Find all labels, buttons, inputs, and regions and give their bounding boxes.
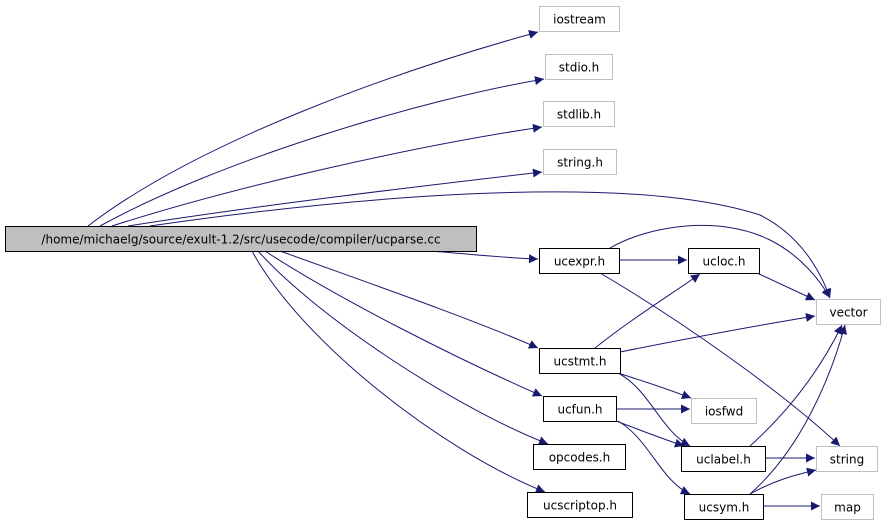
node-box [5,226,477,252]
node-box [539,248,620,274]
node-label: string.h [557,156,603,170]
node-label: iostream [553,13,606,27]
node-ucstmt[interactable]: ucstmt.h [539,348,621,374]
node-ucscriptop[interactable]: ucscriptop.h [527,492,633,518]
node-label: opcodes.h [549,451,611,465]
edge-ucfun-to-ucsym [617,420,691,495]
node-opcodes[interactable]: opcodes.h [533,444,626,470]
node-box [543,149,617,175]
edge-ucparse-to-stdlib [111,123,543,227]
node-label: string [830,453,864,467]
node-ucexpr[interactable]: ucexpr.h [539,248,620,274]
node-string: string [816,446,878,472]
node-iostream: iostream [539,6,620,32]
node-box [684,494,764,520]
node-label: stdio.h [559,61,599,75]
node-stringh: string.h [543,149,617,175]
node-label: vector [829,306,867,320]
node-box [688,248,760,274]
node-label: ucscriptop.h [543,499,617,513]
node-ucfun[interactable]: ucfun.h [543,396,617,422]
node-box [543,396,617,422]
node-label: iosfwd [705,405,743,419]
node-label: ucloc.h [703,255,746,269]
edge-ucstmt-to-vector [619,313,816,353]
edge-ucparse-to-ucscriptop [251,250,546,493]
node-box [821,494,874,520]
node-box [539,348,621,374]
node-box [539,6,620,32]
edge-ucexpr-to-string [599,272,841,447]
node-label: stdlib.h [557,108,601,122]
node-ucsym[interactable]: ucsym.h [684,494,764,520]
node-box [533,444,626,470]
edge-ucparse-to-stringh [127,168,543,227]
node-stdio: stdio.h [545,54,613,80]
edge-ucparse-to-ucexpr [429,250,539,264]
node-box [691,398,757,424]
node-iosfwd: iosfwd [691,398,757,424]
node-stdlib: stdlib.h [543,101,615,127]
node-box [816,446,878,472]
node-label: ucfun.h [557,403,602,417]
node-vector: vector [816,299,881,325]
edge-ucsym-to-vector [749,324,847,495]
node-label: ucsym.h [699,501,750,515]
edge-ucsym-to-string [749,467,817,495]
node-box [545,54,613,80]
edge-ucstmt-to-iosfwd [617,372,692,400]
edge-ucparse-to-iostream [87,30,539,227]
edge-ucparse-to-opcodes [257,250,549,445]
nodes-layer: /home/michaelg/source/exult-1.2/src/usec… [5,6,881,520]
node-ucloc[interactable]: ucloc.h [688,248,760,274]
node-map: map [821,494,874,520]
node-label: /home/michaelg/source/exult-1.2/src/usec… [41,233,440,247]
node-ucparse[interactable]: /home/michaelg/source/exult-1.2/src/usec… [5,226,477,252]
edge-ucstmt-to-ucloc [594,273,701,349]
node-box [543,101,615,127]
edge-uclabel-to-vector [749,324,843,447]
node-label: uclabel.h [696,453,751,467]
edge-ucexpr-to-vector [609,224,831,299]
node-box [527,492,633,518]
edge-ucparse-to-ucfun [264,250,543,397]
node-uclabel[interactable]: uclabel.h [681,446,766,472]
edge-ucparse-to-vector [149,191,832,299]
node-box [816,299,881,325]
edge-ucparse-to-stdio [99,76,545,227]
node-label: map [834,501,861,515]
node-label: ucstmt.h [554,355,607,369]
node-box [681,446,766,472]
edge-ucloc-to-vector [756,272,816,301]
node-label: ucexpr.h [554,255,605,269]
edge-ucparse-to-ucstmt [279,250,539,349]
